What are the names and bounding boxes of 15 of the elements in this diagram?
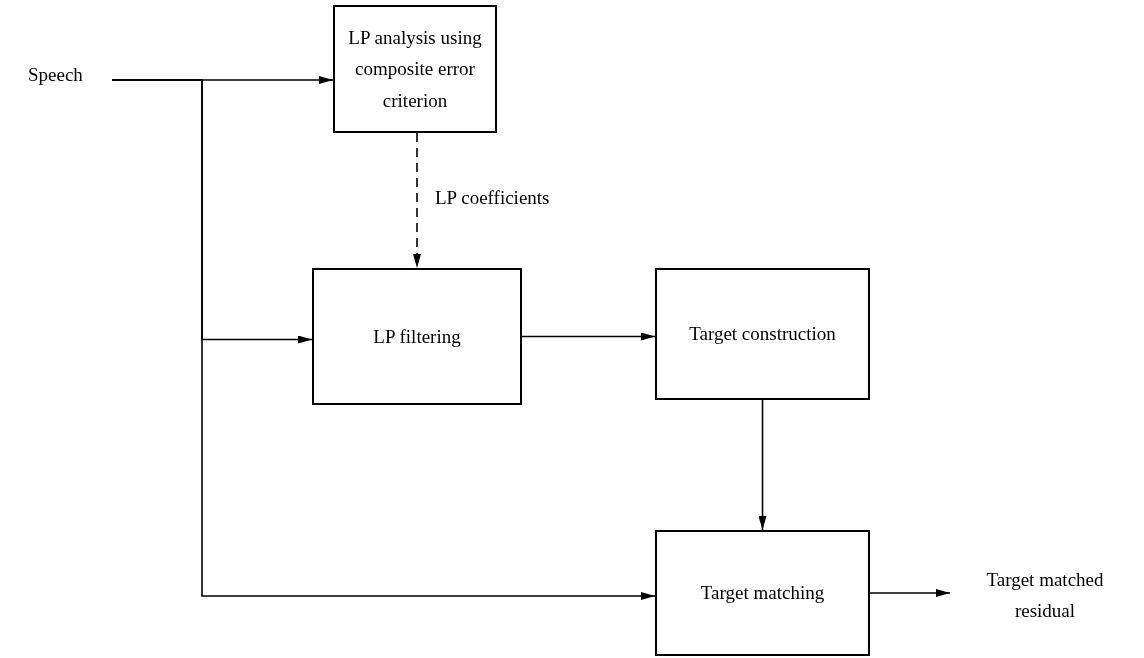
- arrow: [869, 589, 951, 597]
- box-label: Target construction: [689, 322, 836, 347]
- process-box: [655, 530, 870, 656]
- signal-label: Speech: [28, 63, 83, 88]
- box-label: LP filtering: [373, 324, 461, 349]
- process-box: [333, 5, 497, 133]
- process-box: [655, 268, 870, 400]
- box-label: LP analysis using composite error criterion: [347, 26, 483, 113]
- arrow: [521, 332, 656, 341]
- arrow: [413, 132, 421, 269]
- signal-label: Target matched residual: [985, 567, 1105, 623]
- arrow: [758, 399, 767, 531]
- box-label: Target matching: [700, 581, 825, 606]
- arrow: [111, 79, 656, 600]
- process-box: [312, 268, 522, 405]
